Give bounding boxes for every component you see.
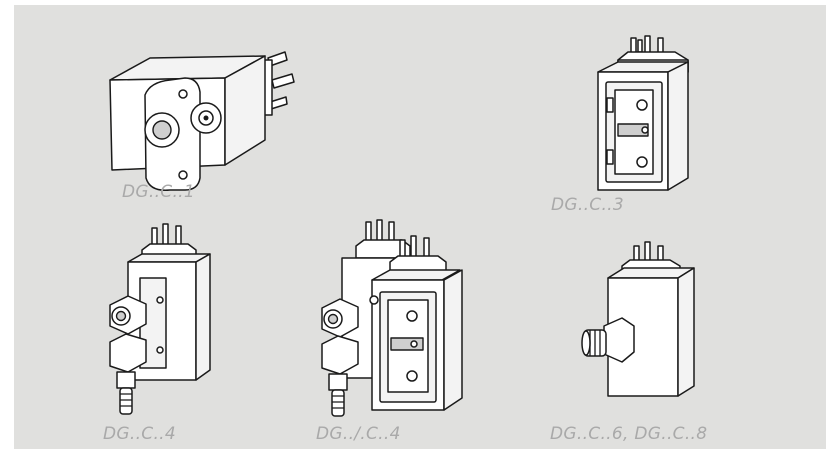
label-dgc4: DG..C..4 [103,424,176,444]
label-dgc3: DG..C..3 [551,195,624,215]
label-dg-double-c4: DG../.C..4 [316,424,401,444]
device-dg-double-c4-illustration [321,219,463,417]
device-dgc6-dgc8-illustration [581,241,695,397]
device-dgc3-illustration [597,35,689,191]
label-dgc1: DG..C..1 [122,182,195,202]
device-dgc1-illustration [109,51,295,191]
device-dgc4-illustration [109,223,211,415]
label-dgc6-dgc8: DG..C..6, DG..C..8 [550,424,708,444]
